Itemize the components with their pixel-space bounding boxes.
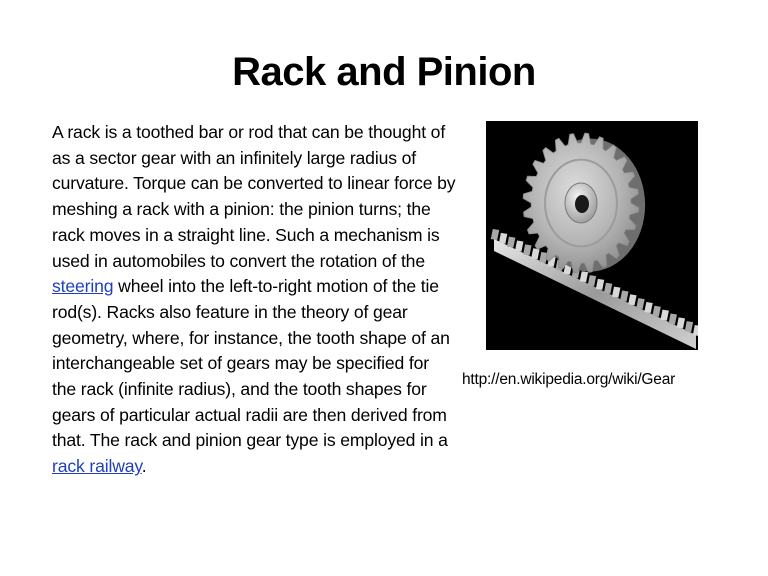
rack-tooth xyxy=(539,252,548,264)
rack-tooth xyxy=(498,232,508,244)
rack-tooth xyxy=(628,294,637,306)
rack-tooth xyxy=(652,305,661,317)
rack-and-pinion-gear-icon xyxy=(486,121,698,350)
paragraph-text-part-2: wheel into the left-to-right motion of t… xyxy=(52,276,450,451)
rack-tooth xyxy=(644,301,653,313)
rack-railway-link[interactable]: rack railway xyxy=(52,456,142,477)
rack-and-pinion-image xyxy=(486,121,698,350)
rack-tooth xyxy=(523,244,532,256)
steering-link[interactable]: steering xyxy=(52,276,114,297)
gear-web-ring xyxy=(544,158,618,248)
rack-tooth xyxy=(692,325,698,336)
paragraph-text-part-3: . xyxy=(141,456,147,477)
rack-tooth xyxy=(579,271,589,283)
rack-tooth xyxy=(684,321,694,333)
source-url: http://en.wikipedia.org/wiki/Gear xyxy=(462,371,676,388)
pinion-gear xyxy=(522,132,646,274)
rack-tooth xyxy=(612,286,621,298)
rack-tooth xyxy=(620,290,629,302)
rack-tooth xyxy=(490,229,500,240)
gear-bore xyxy=(575,195,589,213)
paragraph-text-part-1: A rack is a toothed bar or rod that can … xyxy=(52,122,456,271)
body-paragraph: A rack is a toothed bar or rod that can … xyxy=(52,120,456,480)
rack-tooth xyxy=(595,278,605,290)
rack-body xyxy=(494,239,696,349)
rack-tooth xyxy=(636,298,645,310)
rack-tooth xyxy=(660,309,669,321)
rack-tooth xyxy=(531,248,540,260)
rack-bar xyxy=(490,229,698,349)
rack-tooth xyxy=(506,236,516,248)
rack-tooth xyxy=(587,275,597,287)
rack-tooth xyxy=(676,317,686,329)
rack-tooth xyxy=(515,240,524,252)
slide-title: Rack and Pinion xyxy=(232,50,536,94)
rack-tooth xyxy=(603,282,613,294)
rack-tooth xyxy=(668,313,677,325)
